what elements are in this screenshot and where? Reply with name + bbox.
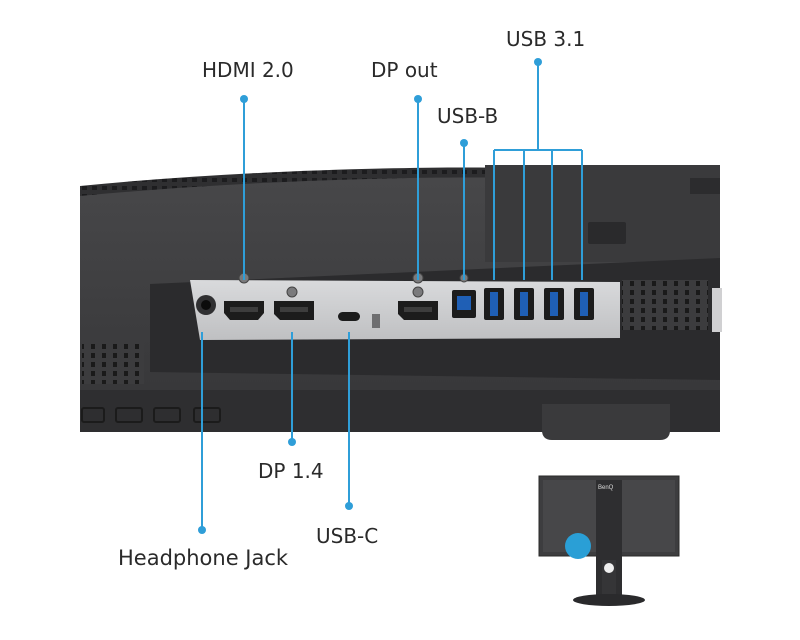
label-headphone-jack: Headphone Jack (118, 546, 289, 570)
right-vent (622, 280, 708, 330)
usb-b-port-icon (452, 290, 476, 318)
usb-a-port-icon (484, 288, 594, 320)
usb-c-port-icon (338, 312, 360, 321)
stand-mount (485, 165, 720, 262)
label-dp-out: DP out (371, 58, 438, 82)
stand-neck (542, 404, 670, 440)
left-vent (82, 340, 144, 384)
label-usb-3-1: USB 3.1 (506, 27, 586, 51)
displayport-out-icon (398, 301, 438, 320)
callout-dots (198, 58, 542, 534)
top-grill (80, 167, 520, 196)
displayport-icon (274, 301, 314, 320)
monitor-thumbnail: BenQ (538, 475, 680, 606)
hdmi-port-icon (224, 301, 264, 320)
label-usb-c: USB-C (316, 524, 379, 548)
thumbnail-brand: BenQ (598, 485, 614, 491)
callout-lines (201, 62, 583, 530)
label-usb-b: USB-B (437, 104, 499, 128)
label-hdmi-2-0: HDMI 2.0 (202, 58, 294, 82)
control-buttons (81, 407, 221, 423)
headphone-jack-icon (196, 295, 216, 315)
label-dp-1-4: DP 1.4 (258, 459, 324, 483)
